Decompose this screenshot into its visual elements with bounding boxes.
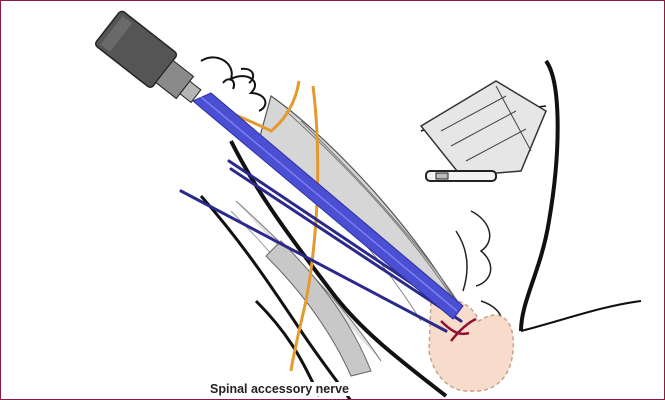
retracted-flap [421,81,546,176]
endoscope-camera-icon [94,10,209,114]
retractor-icon [426,171,496,181]
figure-caption: Spinal accessory nerve [206,382,353,396]
tumor-region [429,299,513,391]
